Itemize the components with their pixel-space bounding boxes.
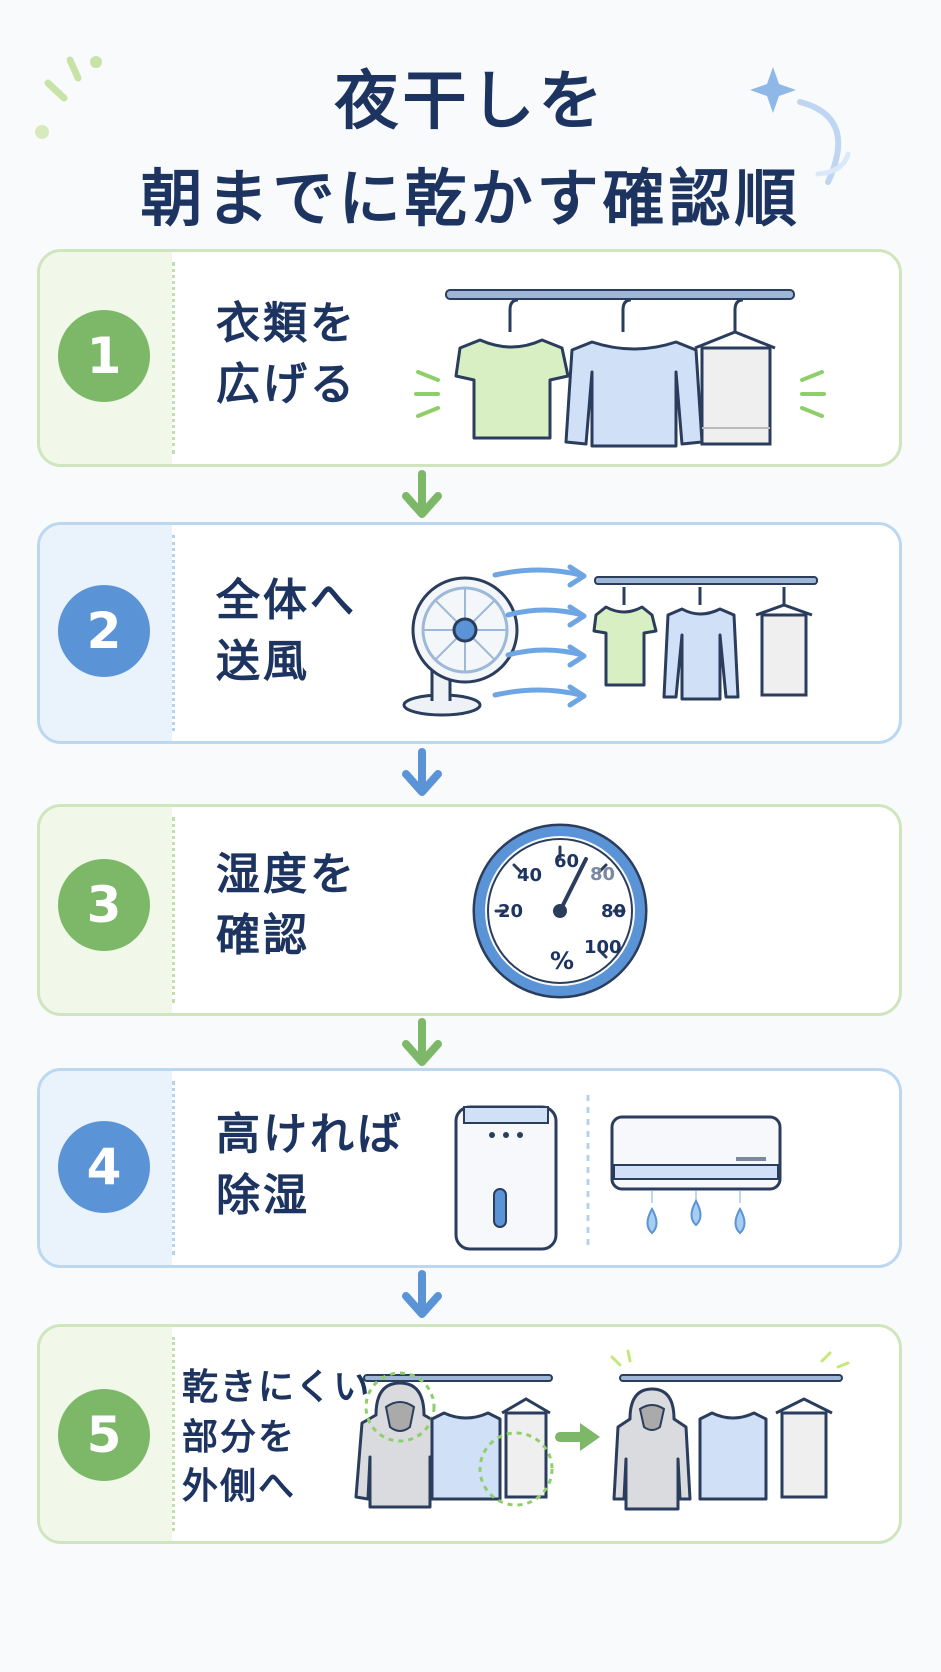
step-label-line1: 乾きにくい xyxy=(182,1367,372,1408)
step-number-badge: 5 xyxy=(58,1389,150,1481)
step-label-line2: 除湿 xyxy=(216,1169,310,1221)
divider xyxy=(172,1337,175,1531)
gauge-tick-80-upper: 80 xyxy=(590,864,616,885)
step-label: 高ければ 除湿 xyxy=(216,1105,404,1226)
gauge-tick-100: 100 xyxy=(584,937,622,958)
down-arrow-icon xyxy=(402,470,442,518)
step-card-4: 4 高ければ 除湿 xyxy=(37,1068,902,1268)
step-label-line2: 確認 xyxy=(216,909,310,961)
step-label-line2: 広げる xyxy=(216,358,357,410)
down-arrow-icon xyxy=(402,1270,442,1318)
fan-icon xyxy=(402,564,818,717)
sparkle-star-icon xyxy=(750,67,851,185)
step-label-line3: 外側へ xyxy=(182,1466,297,1508)
hanging-clothes-icon xyxy=(414,289,826,448)
sparkle-decoration-left xyxy=(35,56,102,139)
step-card-5: 5 乾きにくい 部分を 外側へ xyxy=(37,1324,902,1544)
step-number-badge: 4 xyxy=(58,1121,150,1213)
step-label: 湿度を 確認 xyxy=(216,845,357,966)
step-label-line1: 衣類を xyxy=(216,298,357,349)
page-title-line1: 夜干しを xyxy=(334,65,607,139)
gauge-unit: % xyxy=(550,947,575,975)
step-label: 衣類を 広げる xyxy=(216,294,357,415)
step-label-line1: 湿度を xyxy=(216,849,357,900)
gauge-tick-40: 40 xyxy=(517,865,543,886)
step-card-1: 1 衣類を 広げる xyxy=(37,249,902,467)
step-label-line2: 部分を xyxy=(182,1416,297,1458)
rearrange-clothes-icon xyxy=(354,1349,850,1511)
divider xyxy=(172,535,175,731)
step-label: 乾きにくい 部分を 外側へ xyxy=(182,1363,371,1512)
step-number-badge: 1 xyxy=(58,310,150,402)
divider xyxy=(172,262,175,454)
step-label: 全体へ 送風 xyxy=(216,571,357,692)
step-number-badge: 2 xyxy=(58,585,150,677)
step-number-badge: 3 xyxy=(58,859,150,951)
step-card-3: 3 湿度を 確認 20 40 60 80 80 100 % xyxy=(37,804,902,1016)
gauge-tick-20: 20 xyxy=(498,901,524,922)
down-arrow-icon xyxy=(402,1018,442,1066)
step-card-2: 2 全体へ 送風 xyxy=(37,522,902,744)
step-label-line1: 高ければ xyxy=(216,1109,404,1160)
down-arrow-icon xyxy=(402,748,442,796)
step-label-line1: 全体へ xyxy=(216,575,357,626)
dehumidifier-icon xyxy=(454,1095,782,1251)
step-label-line2: 送風 xyxy=(216,635,310,687)
gauge-tick-80: 80 xyxy=(601,901,627,922)
divider xyxy=(172,817,175,1003)
page-title-line2: 朝までに乾かす確認順 xyxy=(140,162,801,235)
gauge-tick-60: 60 xyxy=(554,851,580,872)
hygrometer-icon xyxy=(472,823,648,999)
divider xyxy=(172,1081,175,1255)
